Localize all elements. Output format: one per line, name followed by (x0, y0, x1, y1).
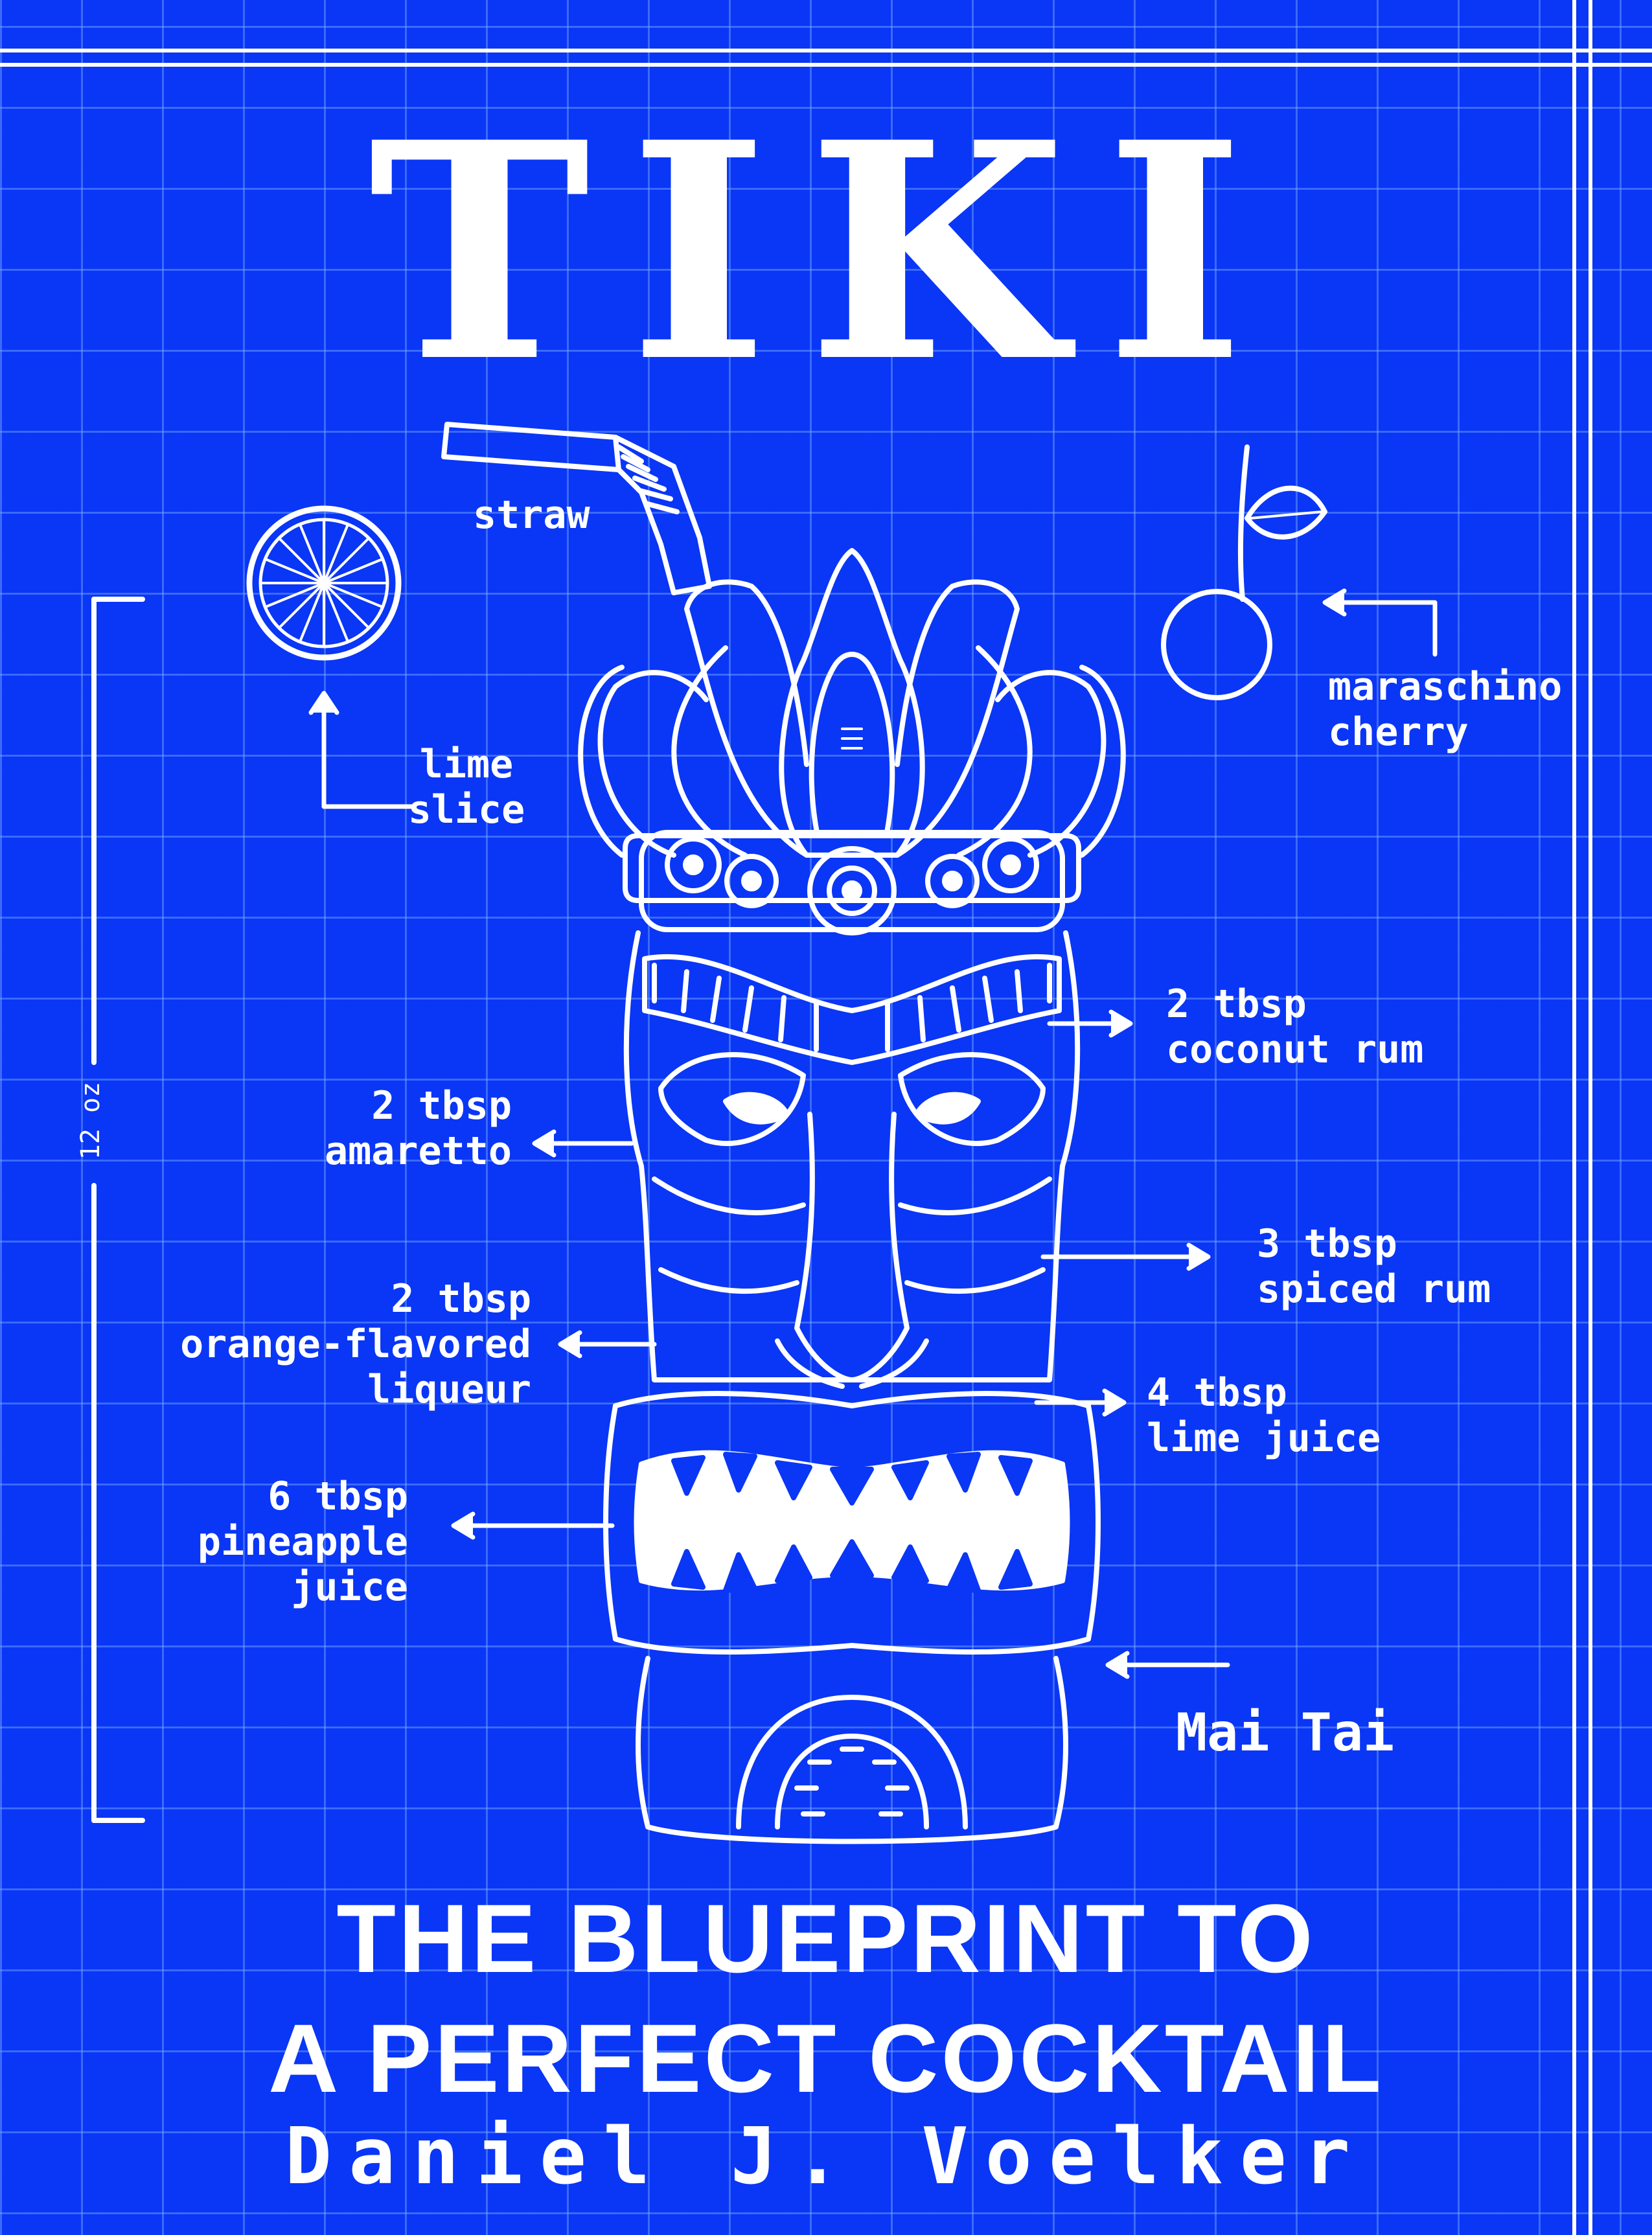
orange-liqueur-label: 2 tbsp orange-flavored liqueur (180, 1276, 531, 1412)
lime-juice-label: 4 tbsp lime juice (1147, 1370, 1381, 1461)
lime-slice-icon (246, 505, 402, 661)
height-bracket (91, 597, 145, 1823)
spiced-rum-label: 3 tbsp spiced rum (1257, 1221, 1491, 1312)
callout-arrows (308, 588, 1438, 1679)
subtitle-line-1: THE BLUEPRINT TO (336, 1884, 1316, 1993)
straw-label: straw (473, 492, 590, 538)
subtitle-line-2: A PERFECT COCKTAIL (268, 2004, 1384, 2113)
book-title: TIKI (368, 78, 1284, 428)
pineapple-juice-label: 6 tbsp pineapple juice (197, 1474, 408, 1610)
drink-name-label: Mai Tai (1176, 1702, 1395, 1763)
cherry-label: maraschino cherry (1328, 664, 1563, 755)
book-subtitle: THE BLUEPRINT TO A PERFECT COCKTAIL (0, 1879, 1652, 2118)
straw-icon (441, 422, 712, 595)
coconut-rum-label: 2 tbsp coconut rum (1166, 981, 1424, 1072)
amaretto-label: 2 tbsp amaretto (325, 1083, 512, 1174)
tiki-mug-icon (578, 548, 1126, 1844)
author-name: Daniel J. Voelker (284, 2112, 1368, 2202)
lime-slice-label: lime slice (407, 742, 525, 832)
cherry-icon (1161, 444, 1327, 700)
measure-label: 12 oz (76, 1081, 106, 1160)
